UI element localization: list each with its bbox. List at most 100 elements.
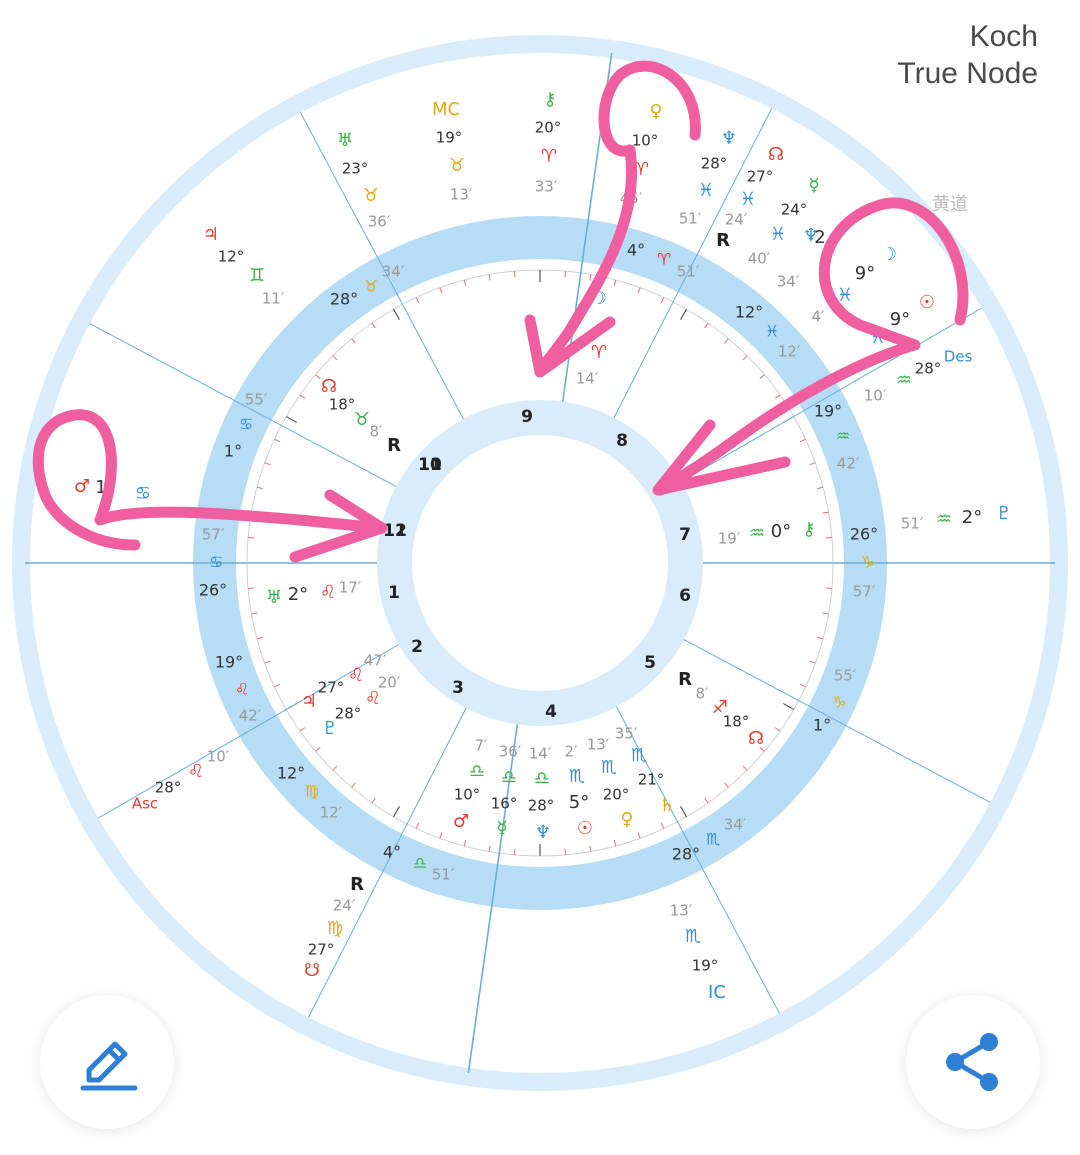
planet-label: ☉ xyxy=(577,818,593,839)
cusp-label: 1° xyxy=(224,442,242,461)
node-type: True Node xyxy=(897,57,1038,90)
planet-label: 2′ xyxy=(565,743,579,761)
cusp-label: 26° xyxy=(850,525,878,544)
planet-label: 51′ xyxy=(679,210,702,228)
planet-label: ♎ xyxy=(534,768,550,789)
cusp-label: ♏ xyxy=(706,830,720,849)
planet-label: ♎ xyxy=(469,761,485,782)
planet-label: 40′ xyxy=(748,250,771,268)
house-number: 3 xyxy=(452,678,464,698)
planet-label: ♐ xyxy=(712,697,728,718)
planet-label: ♅ xyxy=(266,587,282,608)
planet-label: 8′ xyxy=(696,685,710,703)
house-number: 4 xyxy=(545,702,557,722)
house-cusp-lines xyxy=(25,52,1055,1074)
edit-button[interactable] xyxy=(40,995,174,1129)
planet-label: IC xyxy=(708,982,726,1003)
planet-label: 18° xyxy=(329,396,356,414)
planet-label: ⚷ xyxy=(802,519,815,540)
share-icon xyxy=(946,1033,998,1091)
cusp-label: 42′ xyxy=(837,455,860,473)
cusp-label: ♒ xyxy=(836,427,850,446)
house-system: Koch xyxy=(969,20,1038,53)
cusp-label: 4° xyxy=(383,843,401,862)
share-button[interactable] xyxy=(906,995,1040,1129)
cusp-label: 1° xyxy=(813,716,831,735)
planet-label: 27° xyxy=(308,941,335,959)
planet-label: 13′ xyxy=(670,902,693,920)
planet-label: 14′ xyxy=(576,370,599,388)
planet-label: ♇ xyxy=(322,718,338,739)
house-number: 11 xyxy=(383,521,407,541)
cusp-label: 12° xyxy=(735,303,763,322)
planet-label: 2° xyxy=(288,584,308,605)
cusp-label: 57′ xyxy=(853,583,876,601)
planet-label: 4′ xyxy=(812,308,826,326)
planet-label: 24° xyxy=(781,201,808,219)
planet-label: ♂ xyxy=(74,476,90,497)
planet-label: 21° xyxy=(638,771,665,789)
cusp-label: 28° xyxy=(672,845,700,864)
planet-label: 17′ xyxy=(339,579,362,597)
transit-planets: MC19°♉13′♅23°♉36′⚷20°♈33′♀10°♈45′♃12°♊11… xyxy=(74,89,1012,1003)
planet-label: 0° xyxy=(771,521,791,542)
planet-label: ♉ xyxy=(354,409,370,430)
planet-label: ☿ xyxy=(808,175,819,196)
cusp-label: 19° xyxy=(814,402,842,421)
planet-label: MC xyxy=(432,99,460,120)
planet-label: 16° xyxy=(491,795,518,813)
planet-label: 20′ xyxy=(378,674,401,692)
planet-label: ♃ xyxy=(203,224,219,245)
planet-label: 28° xyxy=(915,360,942,378)
planet-label: ☋ xyxy=(304,960,320,981)
cusp-label: 34′ xyxy=(724,816,747,834)
planet-label: 20° xyxy=(535,119,562,137)
planet-label: 7′ xyxy=(475,737,489,755)
planet-label: Asc xyxy=(132,795,158,813)
planet-label: ♒ xyxy=(749,523,765,544)
planet-label: 10′ xyxy=(207,748,230,766)
house-system-label: Koch True Node xyxy=(897,18,1038,92)
planet-label: 19° xyxy=(692,957,719,975)
planet-label: 28° xyxy=(335,705,362,723)
house-number: 2 xyxy=(411,637,423,657)
planet-label: ♒ xyxy=(896,370,912,391)
house-number: 12 xyxy=(383,521,407,541)
planet-label: 28° xyxy=(155,779,182,797)
planet-label: ☿ xyxy=(496,818,507,839)
planet-label: ♌ xyxy=(348,665,364,686)
planet-label: R xyxy=(678,669,692,690)
house-number: 8 xyxy=(616,431,628,451)
planet-label: 2 xyxy=(814,227,825,248)
cusp-label: ♉ xyxy=(364,277,378,296)
planet-label: ♍ xyxy=(327,918,343,939)
natal-planets: ☊18°♉8′R♅2°♌17′♃27°♌47′♇28°♌20′♂10°♎7′☿1… xyxy=(266,288,816,843)
planet-label: ♏ xyxy=(601,757,617,778)
planet-label: 20° xyxy=(603,786,630,804)
cusp-label: 55′ xyxy=(245,391,268,409)
planet-label: ♇ xyxy=(996,503,1012,524)
planet-label: 24′ xyxy=(333,897,356,915)
pencil-icon xyxy=(80,1041,138,1091)
planet-label: ♎ xyxy=(501,767,517,788)
planet-label: R xyxy=(350,874,364,895)
planet-label: 35′ xyxy=(615,725,638,743)
planet-label: R xyxy=(387,435,401,456)
planet-label: 12° xyxy=(218,248,245,266)
house-number: 11 xyxy=(418,455,442,475)
planet-label: ♄ xyxy=(659,795,675,816)
planet-label: 8′ xyxy=(370,423,384,441)
cusp-label: 51′ xyxy=(677,263,700,281)
cusp-label: 57′ xyxy=(202,526,225,544)
cusp-label: ♑ xyxy=(861,553,875,572)
cusp-label: 28° xyxy=(330,290,358,309)
planet-label: ☊ xyxy=(321,376,337,397)
planet-label: 24′ xyxy=(725,211,748,229)
planet-label: ♆ xyxy=(535,822,551,843)
planet-label: 2° xyxy=(962,507,982,528)
planet-label: ♀ xyxy=(649,101,662,122)
planet-label: 27° xyxy=(747,168,774,186)
planet-label: 5° xyxy=(569,792,589,813)
cusp-label: 12′ xyxy=(778,343,801,361)
